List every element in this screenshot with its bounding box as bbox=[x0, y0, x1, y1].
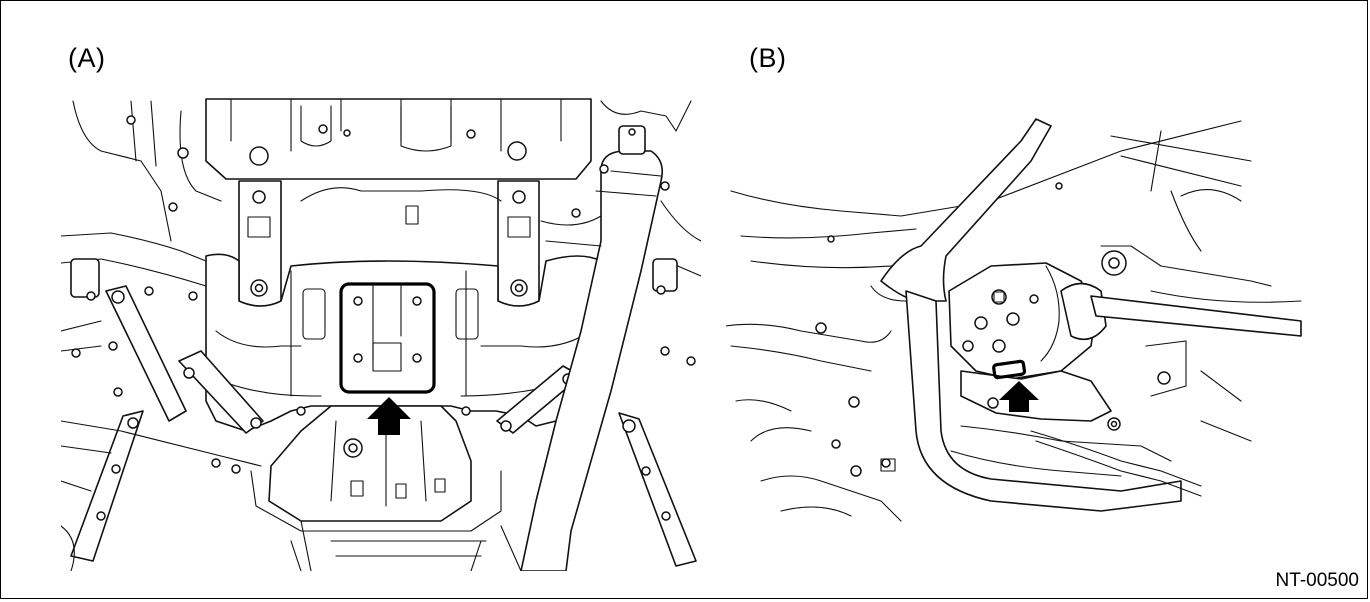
up-arrow-icon bbox=[367, 397, 411, 435]
up-arrow-icon bbox=[999, 381, 1039, 412]
panel-b-label: (B) bbox=[749, 43, 787, 73]
figure-code: NT-00500 bbox=[1275, 570, 1359, 591]
panel-a-label: (A) bbox=[68, 43, 106, 73]
panel-a-drawing bbox=[61, 98, 701, 571]
highlight-box-b bbox=[992, 359, 1027, 380]
highlight-box-a bbox=[339, 282, 436, 394]
panel-b-drawing bbox=[726, 118, 1302, 522]
